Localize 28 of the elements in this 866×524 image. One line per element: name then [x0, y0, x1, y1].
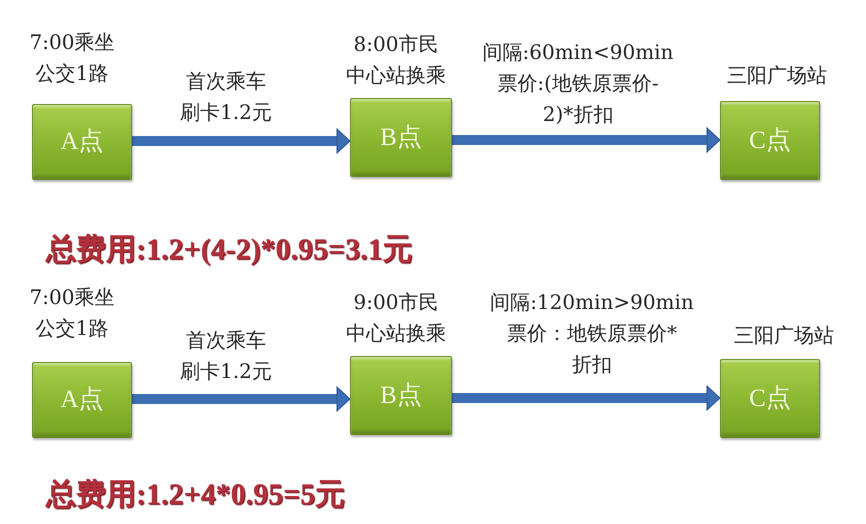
arrow: [452, 128, 720, 152]
node-caption: 8:00市民中心站换乘: [346, 31, 446, 89]
node-label: B点: [380, 382, 422, 410]
node-label: B点: [380, 124, 422, 152]
edge-label: 首次乘车刷卡1.2元: [180, 68, 272, 126]
edge-label: 首次乘车刷卡1.2元: [180, 327, 272, 385]
total-cost-text: 总费用:1.2+4*0.95=5元: [46, 477, 346, 513]
node-label: A点: [60, 386, 104, 414]
edge-label: 间隔:120min>90min票价：地铁原票价*折扣: [490, 289, 694, 378]
total-cost-text: 总费用:1.2+(4-2)*0.95=3.1元: [46, 232, 413, 268]
node-caption: 三阳广场站: [727, 62, 827, 89]
node-caption: 7:00乘坐公交1路: [30, 29, 114, 87]
node-label: C点: [749, 126, 791, 154]
node-caption: 7:00乘坐公交1路: [30, 284, 114, 342]
arrow: [132, 128, 350, 154]
process-box: [32, 362, 132, 438]
node-label: C点: [749, 384, 791, 412]
node-label: A点: [60, 128, 104, 156]
arrow: [452, 386, 720, 410]
process-box: [32, 104, 132, 180]
arrow: [132, 386, 350, 412]
process-box: [350, 356, 452, 435]
edge-label: 间隔:60min<90min票价:(地铁原票价-2)*折扣: [482, 39, 674, 128]
process-box: [350, 98, 452, 177]
process-box: [720, 359, 820, 438]
node-caption: 9:00市民中心站换乘: [346, 289, 446, 347]
process-box: [720, 101, 820, 180]
node-caption: 三阳广场站: [734, 322, 834, 349]
